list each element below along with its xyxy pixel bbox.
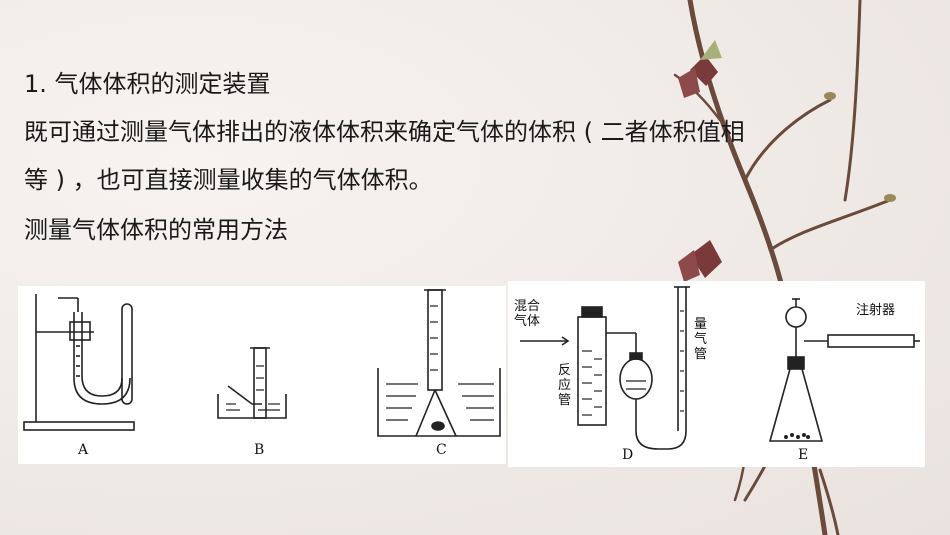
- apparatus-abc-drawing: [23, 289, 501, 437]
- label-e: E: [798, 447, 809, 463]
- label-syringe: 注射器: [856, 303, 896, 318]
- description-line-1: 既可通过测量气体排出的液体体积来确定气体的体积 ( 二者体积值相: [24, 118, 745, 146]
- methods-heading: 测量气体体积的常用方法: [24, 216, 288, 244]
- label-burette: 量 气 管: [694, 317, 708, 362]
- apparatus-panel-de: 混合 气体 反 应 管 量 气 管 注射器 D E: [508, 281, 925, 467]
- apparatus-d: [520, 286, 690, 450]
- label-d: D: [622, 447, 634, 463]
- apparatus-de-drawing: [520, 286, 920, 450]
- label-c: C: [436, 442, 447, 458]
- flower-middle: [678, 240, 722, 282]
- label-reactor-tube: 反 应 管: [558, 363, 572, 408]
- description-line-2: 等 ) ，也可直接测量收集的气体体积。: [24, 166, 433, 194]
- apparatus-c: [377, 289, 501, 437]
- apparatus-a: [23, 294, 135, 431]
- apparatus-b: [217, 347, 287, 419]
- bud-small: [824, 92, 896, 202]
- flower-top: [678, 40, 722, 98]
- label-a: A: [78, 442, 89, 458]
- apparatus-e: [768, 298, 920, 442]
- label-b: B: [254, 442, 265, 458]
- label-mixed-gas: 混合 气体: [514, 299, 541, 329]
- apparatus-panel-abc: A B C: [18, 286, 506, 464]
- section-heading: 1. 气体体积的测定装置: [24, 70, 271, 98]
